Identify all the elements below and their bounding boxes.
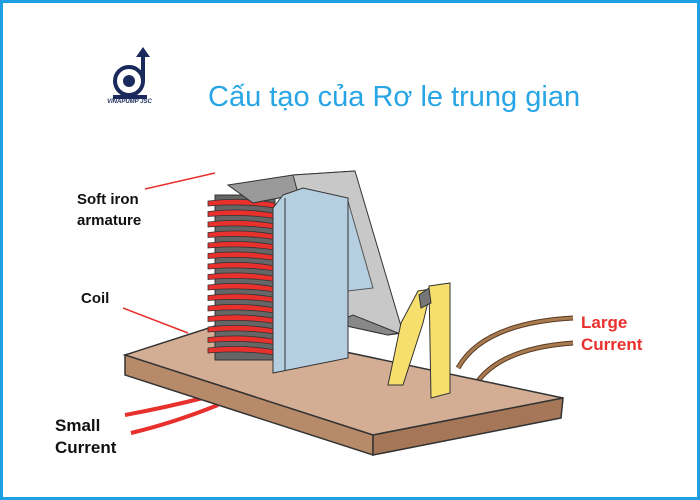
logo-text: VINAPUMP JSC xyxy=(107,99,152,105)
large-current-label: Large Current xyxy=(581,312,642,356)
armature-label-line1: Soft iron xyxy=(77,191,139,208)
large-current-line1: Large xyxy=(581,313,628,332)
large-current-line2: Current xyxy=(581,335,643,354)
iron-core xyxy=(272,187,349,374)
armature-label: Soft iron armature xyxy=(77,189,141,231)
large-current-wires xyxy=(455,315,574,383)
armature-leader-line xyxy=(144,172,216,190)
small-current-label: Small Current xyxy=(55,415,116,459)
page-title: Cấu tạo của Rơ le trung gian xyxy=(208,81,581,113)
relay-illustration xyxy=(113,47,574,457)
vinapump-logo xyxy=(113,47,150,99)
armature-label-line2: armature xyxy=(77,212,142,229)
small-current-wires xyxy=(124,396,219,435)
small-current-line2: Current xyxy=(55,438,117,457)
coil xyxy=(207,194,276,361)
coil-leader-line xyxy=(122,307,189,334)
coil-label: Coil xyxy=(81,290,110,307)
contacts xyxy=(387,282,451,399)
small-current-line1: Small xyxy=(55,416,101,435)
